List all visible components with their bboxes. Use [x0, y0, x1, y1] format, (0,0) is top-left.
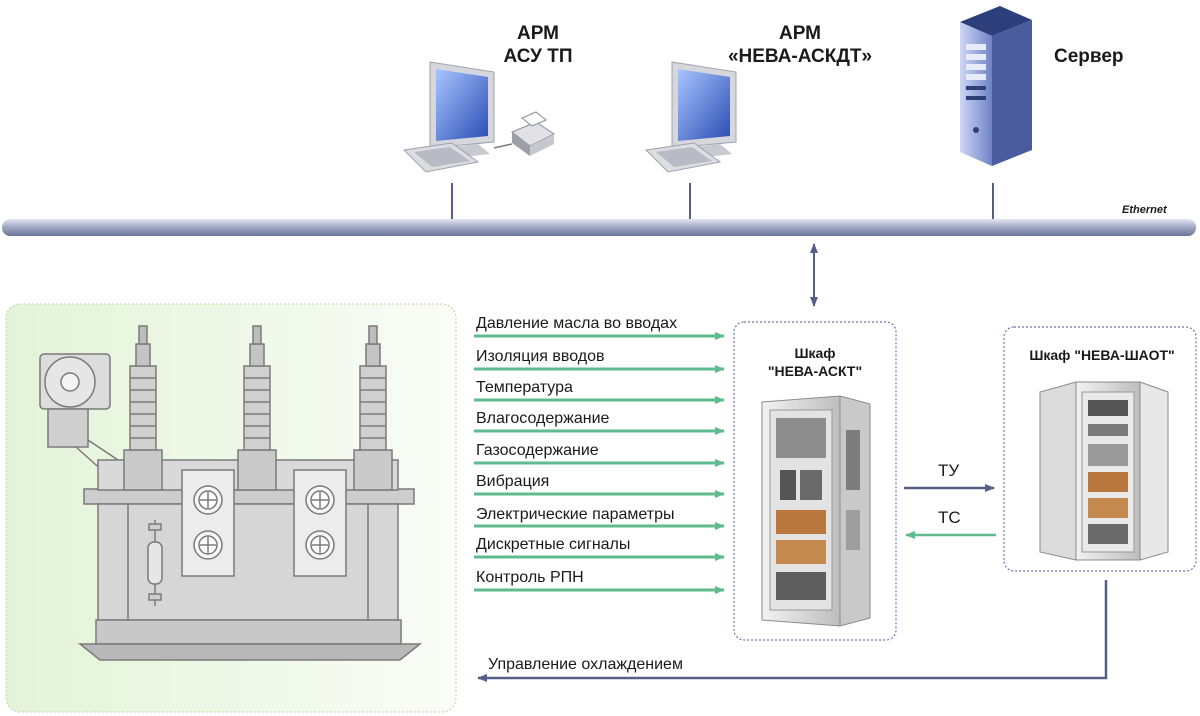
arm-neva-label: АРМ «НЕВА-АСКДТ»: [715, 22, 885, 68]
transformer-drawing: [39, 325, 423, 661]
arm-neva-line2: «НЕВА-АСКДТ»: [727, 46, 873, 67]
cooling-control-label: Управление охлаждением: [488, 656, 683, 673]
cabinet-shaot-image: [1039, 381, 1169, 561]
signal-label-2: Температура: [476, 379, 573, 396]
cooling-control-arrow: [477, 580, 1108, 682]
arm-asutp-line2: АСУ ТП: [503, 46, 573, 67]
ethernet-label: Ethernet: [1122, 204, 1167, 216]
cabinet-askt-title: Шкаф "НЕВА-АСКТ": [750, 344, 880, 380]
computer-icon-asutp: [402, 61, 495, 173]
ethernet-bus: [2, 219, 1196, 236]
cabinet-shaot-title: Шкаф "НЕВА-ШАОТ": [1029, 347, 1175, 363]
signal-label-0: Давление масла во вводах: [476, 315, 678, 332]
signal-label-8: Контроль РПН: [476, 569, 584, 586]
printer-icon: [493, 111, 555, 156]
signal-label-1: Изоляция вводов: [476, 348, 605, 365]
cabinet-askt-line1: Шкаф: [794, 345, 836, 361]
cabinet-askt-line2: "НЕВА-АСКТ": [767, 363, 863, 379]
signal-arrows: [474, 332, 725, 594]
tc-label: ТС: [938, 508, 961, 527]
arm-asutp-line1: АРМ: [517, 23, 559, 44]
signal-label-5: Вибрация: [476, 473, 550, 490]
signal-label-3: Влагосодержание: [476, 410, 610, 427]
arm-asutp-label: АРМ АСУ ТП: [478, 22, 598, 68]
cabinet-askt-image: [761, 395, 871, 627]
signal-label-4: Газосодержание: [476, 442, 599, 459]
computer-icon-neva: [644, 61, 737, 173]
arm-neva-line1: АРМ: [779, 23, 821, 44]
signal-label-7: Дискретные сигналы: [476, 536, 631, 553]
server-label: Сервер: [1054, 46, 1124, 67]
tu-label: ТУ: [938, 461, 960, 480]
signal-label-6: Электрические параметры: [476, 506, 675, 523]
server-icon: [960, 6, 1032, 166]
